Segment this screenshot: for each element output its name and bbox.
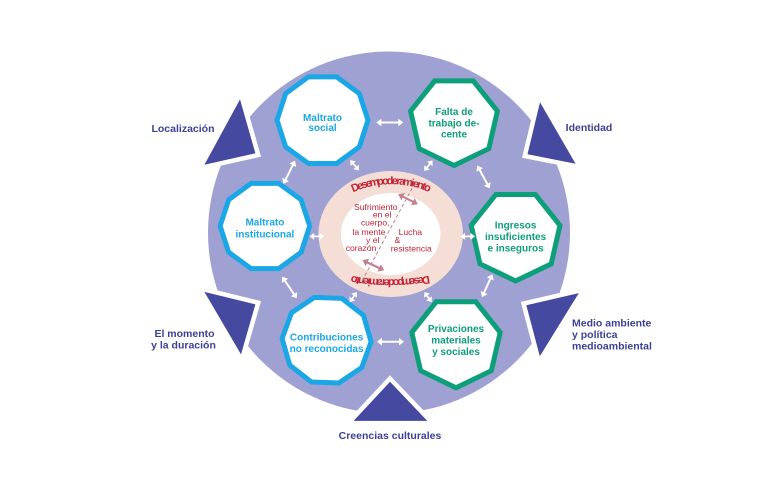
svg-text:s: s — [413, 274, 421, 287]
svg-text:o: o — [392, 276, 399, 288]
svg-text:e: e — [392, 175, 399, 187]
svg-text:cente: cente — [441, 129, 468, 140]
svg-text:cuerpo,: cuerpo, — [361, 218, 390, 228]
svg-text:materiales: materiales — [431, 336, 481, 347]
svg-text:D: D — [421, 273, 431, 286]
svg-text:Ingresos: Ingresos — [495, 221, 537, 232]
svg-text:Creencias culturales: Creencias culturales — [339, 430, 442, 442]
svg-text:o: o — [422, 181, 433, 195]
svg-text:m: m — [401, 275, 412, 288]
svg-text:Sufrimiento: Sufrimiento — [354, 202, 398, 212]
svg-text:r: r — [396, 175, 402, 187]
svg-text:r: r — [380, 276, 385, 288]
svg-text:Identidad: Identidad — [566, 122, 613, 134]
svg-text:e: e — [355, 179, 365, 192]
svg-text:d: d — [387, 175, 394, 187]
svg-text:i: i — [367, 275, 371, 287]
svg-text:Lucha: Lucha — [399, 227, 423, 237]
svg-text:Maltrato: Maltrato — [303, 113, 342, 124]
svg-text:a: a — [375, 276, 383, 288]
svg-text:n: n — [415, 179, 425, 193]
svg-text:i: i — [410, 177, 416, 189]
svg-text:a: a — [399, 176, 407, 189]
svg-text:s: s — [360, 178, 369, 191]
svg-text:e: e — [384, 276, 390, 288]
svg-text:o: o — [382, 175, 390, 187]
svg-text:en el: en el — [373, 209, 392, 219]
svg-text:p: p — [376, 175, 384, 188]
svg-text:&: & — [395, 235, 401, 245]
svg-text:El momento: El momento — [154, 328, 214, 340]
svg-text:Privaciones: Privaciones — [428, 324, 485, 335]
svg-text:social: social — [308, 123, 337, 134]
svg-text:y la duración: y la duración — [151, 340, 216, 352]
svg-text:m: m — [369, 176, 381, 190]
svg-text:e inseguros: e inseguros — [488, 244, 545, 255]
svg-text:y el: y el — [366, 235, 379, 245]
svg-text:m: m — [402, 176, 414, 190]
svg-text:e: e — [362, 275, 369, 288]
svg-text:y sociales: y sociales — [432, 347, 480, 358]
svg-text:trabajo de-: trabajo de- — [428, 118, 479, 129]
svg-text:p: p — [397, 276, 405, 288]
svg-text:e: e — [409, 275, 416, 288]
svg-text:t: t — [420, 180, 428, 193]
svg-text:e: e — [364, 177, 373, 190]
svg-text:corazón: corazón — [346, 243, 377, 253]
svg-text:Localización: Localización — [151, 123, 214, 135]
svg-text:Maltrato: Maltrato — [245, 218, 284, 229]
svg-text:institucional: institucional — [235, 229, 294, 240]
svg-text:t: t — [355, 274, 361, 286]
svg-text:Contribuciones: Contribuciones — [290, 333, 364, 344]
svg-text:o: o — [350, 273, 359, 286]
svg-text:Falta de: Falta de — [435, 107, 473, 118]
svg-text:m: m — [368, 275, 379, 288]
svg-text:n: n — [357, 274, 366, 287]
svg-text:medioambiental: medioambiental — [572, 340, 652, 352]
svg-text:y política: y política — [572, 329, 618, 341]
svg-text:e: e — [417, 274, 425, 287]
svg-text:e: e — [411, 178, 420, 191]
svg-text:resistencia: resistencia — [391, 244, 432, 254]
svg-text:d: d — [388, 276, 395, 288]
svg-text:no reconocidas: no reconocidas — [290, 344, 364, 355]
svg-text:Medio ambiente: Medio ambiente — [572, 318, 652, 330]
svg-text:D: D — [350, 181, 362, 195]
svg-text:la mente: la mente — [352, 227, 385, 237]
svg-text:insuficientes: insuficientes — [485, 232, 547, 243]
